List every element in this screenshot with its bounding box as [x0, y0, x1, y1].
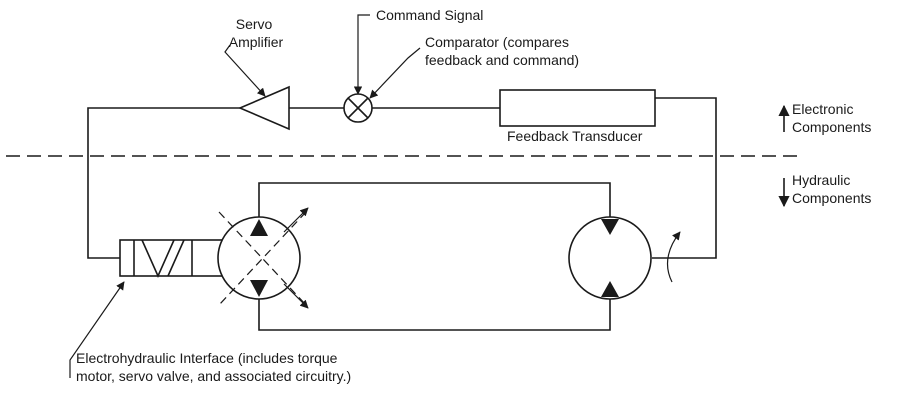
feedback-transducer-symbol — [499, 89, 656, 127]
electronic-components-label: Electronic Components — [792, 101, 871, 135]
comparator-symbol — [343, 93, 373, 123]
comparator-leader — [369, 47, 421, 99]
servo-amplifier-label: Servo Amplifier — [229, 16, 284, 50]
signal-wire-left — [87, 107, 240, 259]
command-signal-leader — [353, 14, 370, 95]
command-signal-label: Command Signal — [376, 7, 483, 23]
variable-pump-symbol — [217, 207, 309, 309]
feedback-wire — [652, 97, 717, 259]
hydraulic-line-bottom — [258, 299, 611, 331]
hydraulic-line-top — [258, 182, 611, 217]
interface-leader — [69, 281, 125, 378]
hydraulic-motor-symbol — [568, 216, 681, 300]
hydraulic-components-label: Hydraulic Components — [792, 172, 871, 206]
feedback-transducer-label: Feedback Transducer — [507, 128, 643, 144]
electrohydraulic-interface-symbol — [119, 239, 223, 278]
servo-amplifier-symbol — [237, 85, 290, 131]
comparator-label: Comparator (compares feedback and comman… — [425, 34, 579, 68]
servo-amplifier-leader — [224, 44, 266, 97]
electrohydraulic-interface-label: Electrohydraulic Interface (includes tor… — [76, 350, 351, 384]
